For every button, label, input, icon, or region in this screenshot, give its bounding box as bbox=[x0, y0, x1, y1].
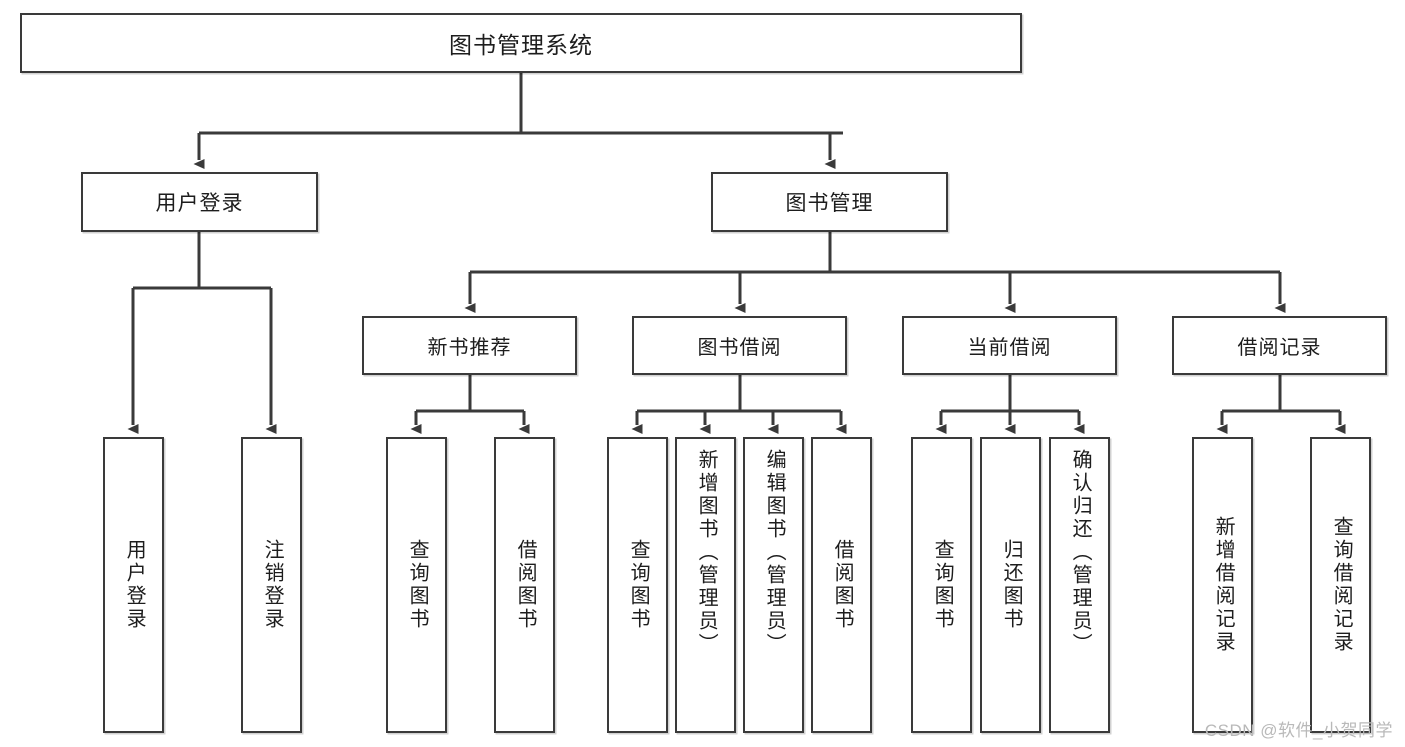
node-root-system[interactable]: 图书管理系统 bbox=[20, 13, 1022, 73]
leaf-label: 新增借阅记录 bbox=[1212, 516, 1235, 654]
leaf-borrow-record-query-record[interactable]: 查询借阅记录 bbox=[1310, 437, 1371, 733]
leaf-label: 用户登录 bbox=[123, 539, 146, 631]
node-borrow-record[interactable]: 借阅记录 bbox=[1172, 316, 1387, 375]
leaf-borrow-record-add-record[interactable]: 新增借阅记录 bbox=[1192, 437, 1253, 733]
node-new-book-recommend[interactable]: 新书推荐 bbox=[362, 316, 577, 375]
leaf-label: 查询借阅记录 bbox=[1330, 516, 1353, 654]
leaf-book-borrow-query-book[interactable]: 查询图书 bbox=[607, 437, 668, 733]
leaf-new-book-borrow-book[interactable]: 借阅图书 bbox=[494, 437, 555, 733]
leaf-new-book-query-book[interactable]: 查询图书 bbox=[386, 437, 447, 733]
watermark-text: CSDN @软件_小贺同学 bbox=[1204, 721, 1393, 740]
node-book-borrow[interactable]: 图书借阅 bbox=[632, 316, 847, 375]
leaf-label: 查询图书 bbox=[406, 539, 429, 631]
leaf-current-borrow-return-book[interactable]: 归还图书 bbox=[980, 437, 1041, 733]
leaf-user-login-signout[interactable]: 注销登录 bbox=[241, 437, 302, 733]
leaf-label: 查询图书 bbox=[931, 539, 954, 631]
leaf-current-borrow-confirm-return-admin[interactable]: 确认归还（管理员） bbox=[1049, 437, 1110, 733]
node-user-login[interactable]: 用户登录 bbox=[81, 172, 318, 232]
leaf-label: 借阅图书 bbox=[831, 539, 854, 631]
leaf-label: 注销登录 bbox=[261, 539, 284, 631]
leaf-label: 编辑图书（管理员） bbox=[763, 449, 786, 656]
leaf-book-borrow-add-book-admin[interactable]: 新增图书（管理员） bbox=[675, 437, 736, 733]
leaf-current-borrow-query-book[interactable]: 查询图书 bbox=[911, 437, 972, 733]
leaf-label: 查询图书 bbox=[627, 539, 650, 631]
node-book-management[interactable]: 图书管理 bbox=[711, 172, 948, 232]
leaf-book-borrow-borrow-book[interactable]: 借阅图书 bbox=[811, 437, 872, 733]
leaf-label: 借阅图书 bbox=[514, 539, 537, 631]
leaf-label: 归还图书 bbox=[1000, 539, 1023, 631]
leaf-user-login-signin[interactable]: 用户登录 bbox=[103, 437, 164, 733]
leaf-label: 确认归还（管理员） bbox=[1069, 449, 1092, 656]
node-current-borrow[interactable]: 当前借阅 bbox=[902, 316, 1117, 375]
leaf-label: 新增图书（管理员） bbox=[695, 449, 718, 656]
leaf-book-borrow-edit-book-admin[interactable]: 编辑图书（管理员） bbox=[743, 437, 804, 733]
